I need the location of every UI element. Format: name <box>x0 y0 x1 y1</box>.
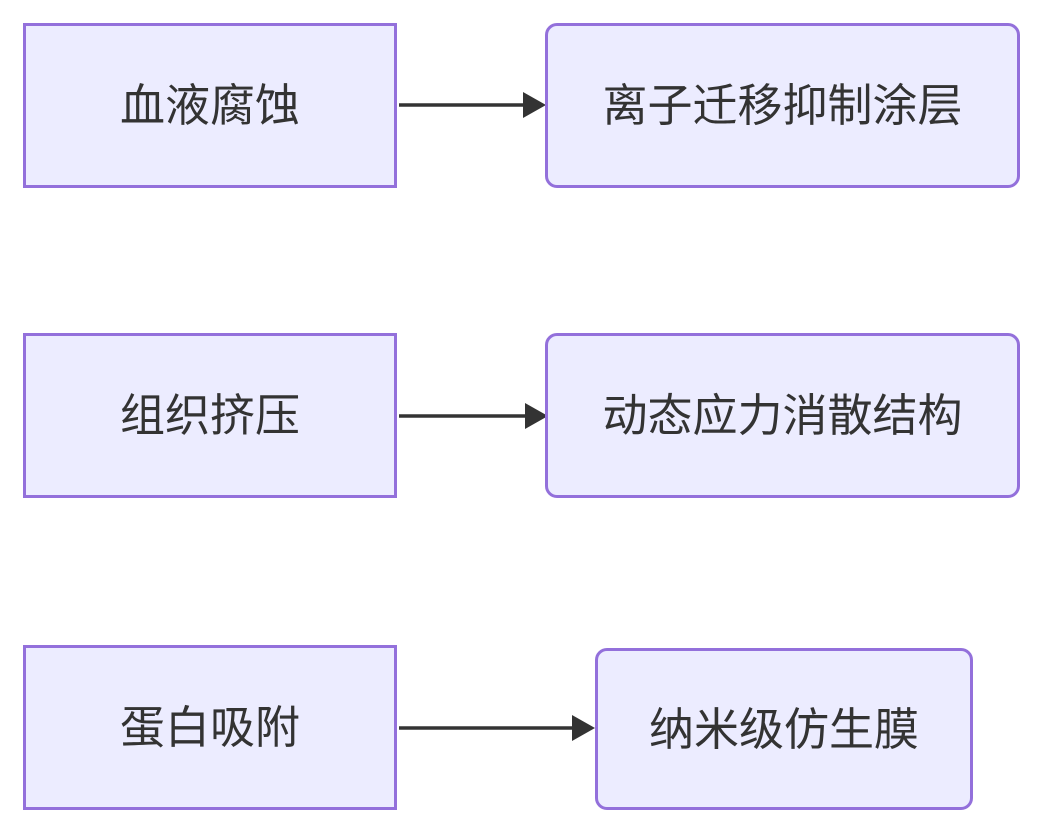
arrow-blood-to-coating <box>399 92 546 118</box>
arrow-protein-to-membrane <box>399 715 595 741</box>
node-label: 纳米级仿生膜 <box>648 703 919 755</box>
node-protein-adsorption: 蛋白吸附 <box>23 645 397 810</box>
node-label: 离子迁移抑制涂层 <box>602 80 963 131</box>
node-ion-migration-coating: 离子迁移抑制涂层 <box>545 23 1020 188</box>
node-label: 组织挤压 <box>119 390 300 441</box>
node-tissue-compression: 组织挤压 <box>23 333 397 498</box>
node-dynamic-stress-structure: 动态应力消散结构 <box>545 333 1020 498</box>
arrow-tissue-to-structure <box>399 403 548 429</box>
node-label: 血液腐蚀 <box>119 80 300 131</box>
node-label: 蛋白吸附 <box>119 702 300 753</box>
node-nanoscale-biomimetic-membrane: 纳米级仿生膜 <box>595 648 973 810</box>
node-label: 动态应力消散结构 <box>602 390 963 441</box>
node-blood-corrosion: 血液腐蚀 <box>23 23 397 188</box>
